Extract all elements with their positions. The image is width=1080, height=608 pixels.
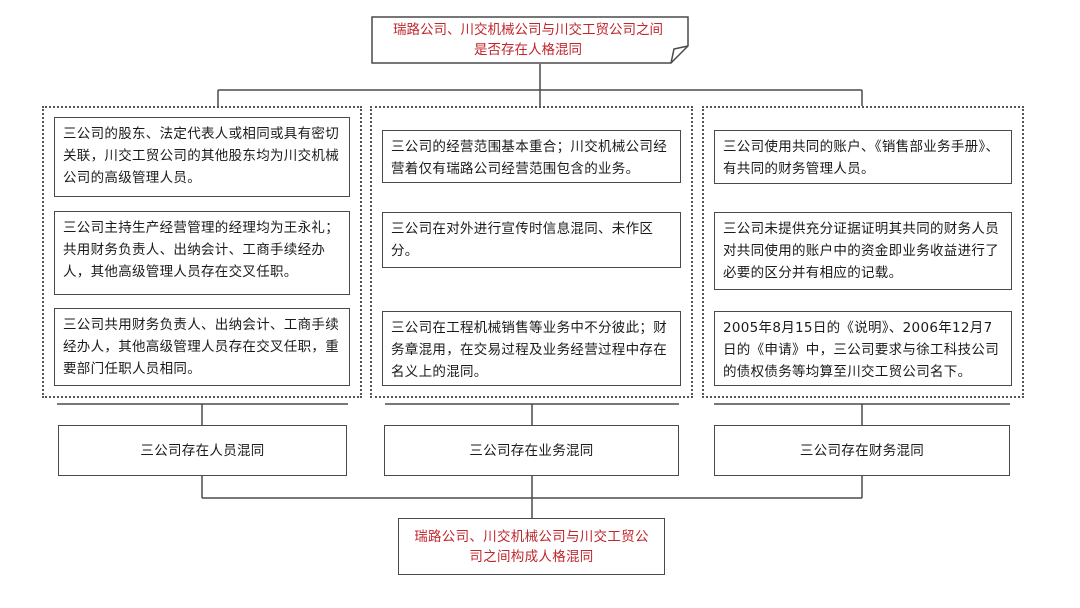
evidence-box: 三公司在工程机械销售等业务中不分彼此；财务章混用，在交易过程及业务经营过程中存在…: [382, 311, 681, 386]
folded-note-shape: [371, 16, 689, 64]
finding-finance: 三公司存在财务混同: [714, 425, 1010, 476]
group-personnel: [42, 106, 362, 398]
evidence-box: 三公司使用共同的账户、《销售部业务手册》、有共同的财务管理人员。: [714, 130, 1012, 184]
group-business: [370, 106, 693, 398]
evidence-box: 三公司主持生产经营管理的经理均为王永礼；共用财务负责人、出纳会计、工商手续经办人…: [54, 211, 350, 295]
question-text: 瑞路公司、川交机械公司与川交工贸公司之间是否存在人格混同: [393, 22, 663, 58]
evidence-box: 三公司共用财务负责人、出纳会计、工商手续经办人，其他高级管理人员存在交叉任职，重…: [54, 308, 350, 386]
evidence-box: 三公司在对外进行宣传时信息混同、未作区分。: [382, 212, 681, 268]
evidence-box: 三公司的股东、法定代表人或相同或具有密切关联，川交工贸公司的其他股东均为川交机械…: [54, 117, 350, 197]
finding-business: 三公司存在业务混同: [384, 425, 679, 476]
finding-personnel: 三公司存在人员混同: [58, 425, 347, 476]
evidence-box: 三公司未提供充分证据证明其共同的财务人员对共同使用的账户中的资金即业务收益进行了…: [714, 212, 1012, 290]
group-finance: [702, 106, 1024, 398]
conclusion-box: 瑞路公司、川交机械公司与川交工贸公司之间构成人格混同: [398, 518, 665, 575]
evidence-box: 2005年8月15日的《说明》、2006年12月7日的《申请》中，三公司要求与徐…: [714, 311, 1012, 386]
evidence-box: 三公司的经营范围基本重合；川交机械公司经营着仅有瑞路公司经营范围包含的业务。: [382, 130, 681, 183]
question-box: 瑞路公司、川交机械公司与川交工贸公司之间是否存在人格混同: [371, 16, 689, 64]
